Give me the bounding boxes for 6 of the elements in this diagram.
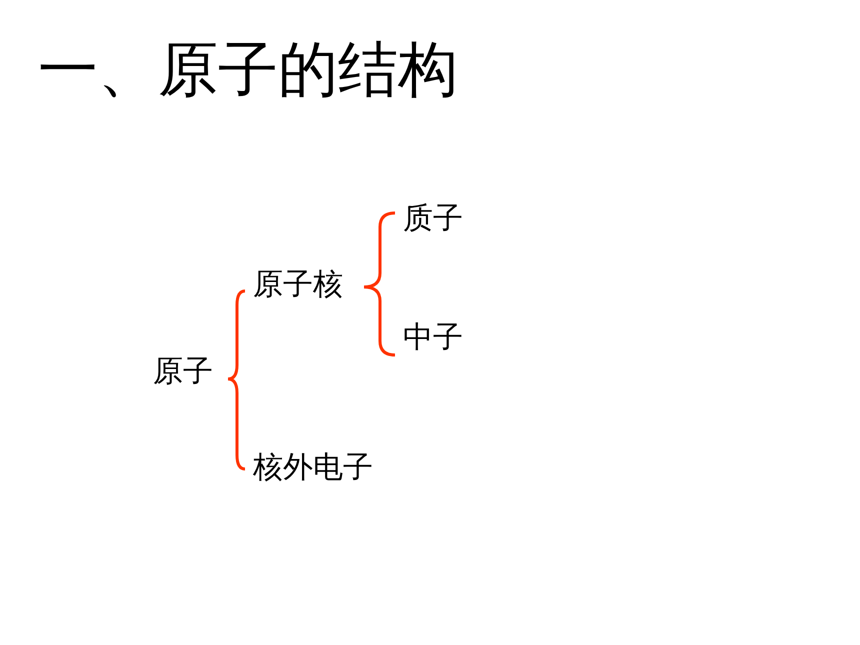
tree-label: 中子: [403, 323, 463, 353]
tree-label: 核外电子: [253, 453, 373, 483]
title: 一、原子的结构: [38, 40, 458, 100]
tree-label: 原子: [153, 357, 213, 387]
tree-label: 质子: [403, 204, 463, 234]
tree-label: 原子核: [253, 270, 343, 300]
